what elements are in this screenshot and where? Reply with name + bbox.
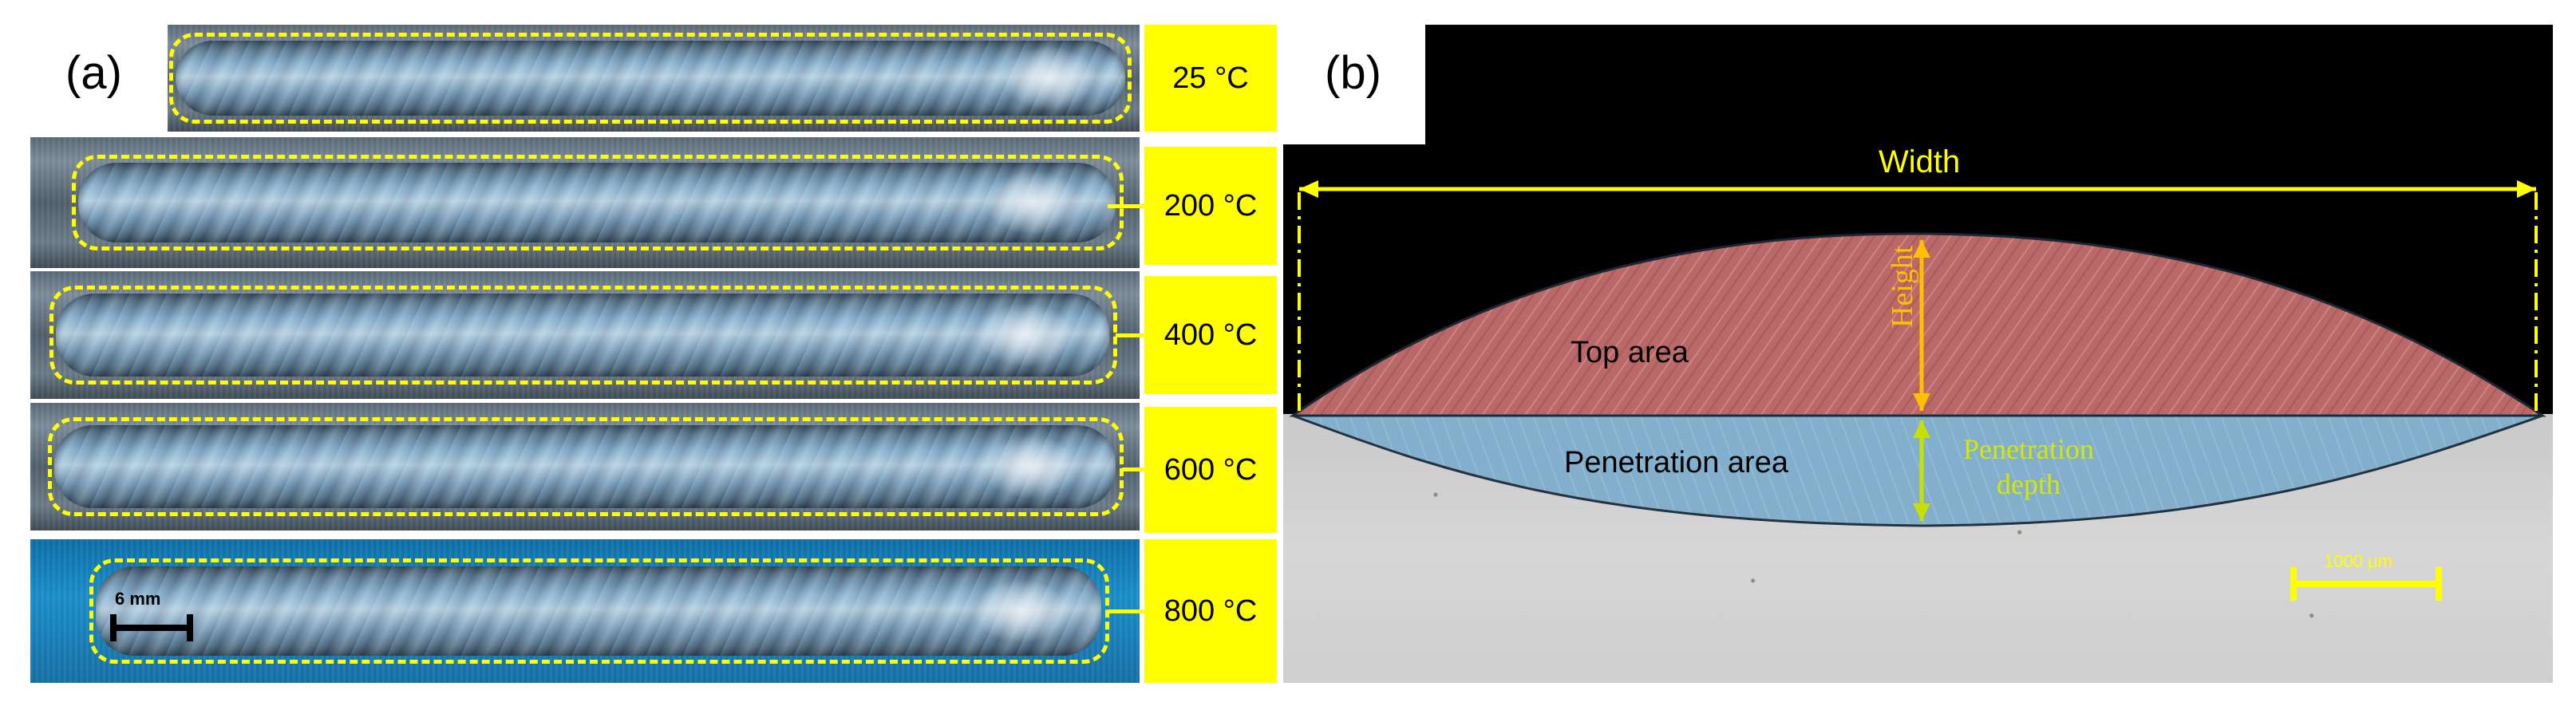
- panel-b-label-patch: [1283, 25, 1425, 144]
- bead-outline: [72, 155, 1124, 250]
- penetration-depth-label: Penetration depth: [1963, 432, 2094, 502]
- bead-cross-section: [1289, 180, 2546, 601]
- weld-bead: [56, 294, 1109, 377]
- penetration-depth-label-line2: depth: [1996, 468, 2060, 500]
- panel-b-label: (b): [1325, 47, 1381, 99]
- micro-scale-bar: [2290, 567, 2442, 601]
- sample-plate-800c: 6 mm: [30, 539, 1140, 683]
- penetration-area-region: [1292, 414, 2543, 527]
- sample-plate-600c: [30, 403, 1140, 530]
- height-label: Height: [1886, 245, 1919, 328]
- leader-line: [1109, 609, 1144, 613]
- bead-outline: [49, 286, 1117, 385]
- temperature-label-box: 200 °C: [1144, 147, 1277, 265]
- temperature-label-box: 800 °C: [1144, 539, 1277, 683]
- penetration-depth-label-line1: Penetration: [1963, 433, 2094, 465]
- weld-bead: [96, 566, 1101, 656]
- micro-scale-bar-label: 1000 μm: [2324, 551, 2393, 571]
- sample-plate-25c: [168, 25, 1140, 132]
- temperature-label-box: 600 °C: [1144, 407, 1277, 533]
- temperature-label-box: 400 °C: [1144, 276, 1277, 394]
- weld-bead: [176, 41, 1125, 116]
- panel-a-label: (a): [65, 47, 122, 99]
- top-area-label: Top area: [1570, 336, 1689, 369]
- weld-bead: [78, 163, 1116, 243]
- leader-line: [1108, 204, 1144, 208]
- leader-line: [1116, 333, 1144, 337]
- top-area-region: [1289, 232, 2546, 417]
- bead-outline: [89, 558, 1109, 664]
- micrograph: Width Height Top area Penetration area P…: [1283, 25, 2553, 683]
- width-label: Width: [1879, 144, 1961, 179]
- bead-outline: [169, 33, 1132, 124]
- scale-bar-label: 6 mm: [115, 589, 161, 609]
- leader-line: [1122, 467, 1144, 471]
- scale-bar: [110, 614, 193, 641]
- sample-plate-400c: [30, 271, 1140, 399]
- temperature-label-box: 25 °C: [1144, 25, 1277, 132]
- penetration-area-label: Penetration area: [1564, 446, 1788, 479]
- bead-outline: [48, 417, 1124, 516]
- sample-plate-200c: [30, 137, 1140, 268]
- weld-bead: [54, 425, 1116, 508]
